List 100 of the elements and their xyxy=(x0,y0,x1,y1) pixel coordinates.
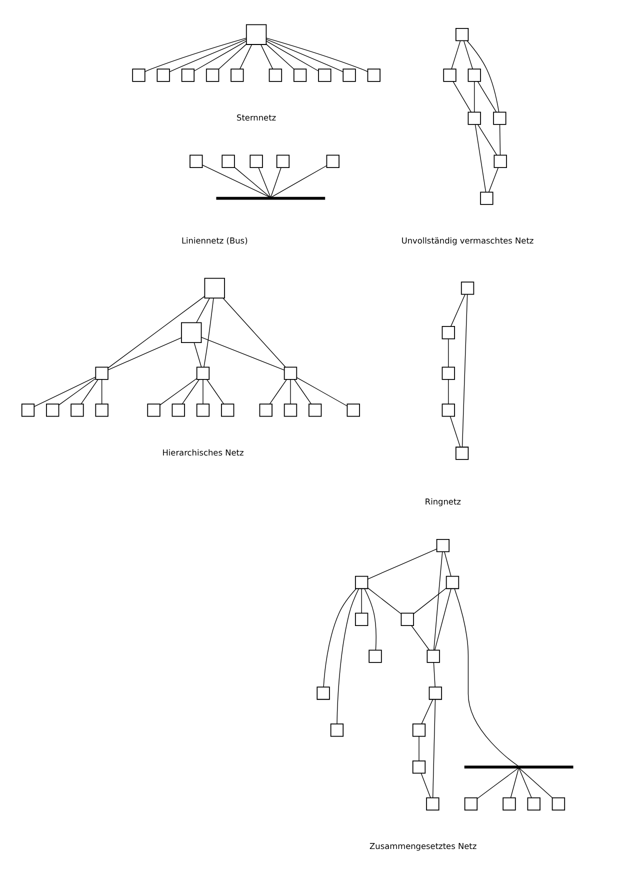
connector xyxy=(450,416,461,447)
node-box xyxy=(308,403,322,416)
connector xyxy=(420,772,431,798)
connector xyxy=(206,378,224,404)
connector xyxy=(222,297,286,367)
node-box xyxy=(442,366,455,380)
connector xyxy=(450,294,466,326)
connector xyxy=(234,166,270,197)
label: Unvollständig vermaschtes Netz xyxy=(401,234,534,245)
connector xyxy=(454,588,519,766)
connector xyxy=(368,548,437,579)
connector xyxy=(58,378,96,405)
connector xyxy=(421,698,434,724)
connector xyxy=(260,44,274,69)
node-box xyxy=(181,68,195,82)
node-box xyxy=(284,403,298,416)
node-box xyxy=(190,154,203,168)
node-box xyxy=(455,27,469,41)
node-box xyxy=(276,154,290,168)
node-box xyxy=(426,796,440,810)
node-box xyxy=(428,686,442,700)
label: Hierarchisches Netz xyxy=(162,446,244,457)
connector xyxy=(194,40,247,71)
connector xyxy=(269,378,287,404)
node-box xyxy=(147,403,160,416)
node-box xyxy=(259,403,272,416)
node-box xyxy=(293,68,307,82)
node-box xyxy=(400,612,414,626)
connector xyxy=(271,164,328,198)
connector xyxy=(510,767,520,798)
connector xyxy=(266,37,368,72)
node-box xyxy=(70,403,84,416)
node-box xyxy=(443,68,456,82)
connector xyxy=(464,40,473,69)
connector xyxy=(478,124,498,156)
connector xyxy=(462,294,468,447)
connector xyxy=(266,43,294,69)
node-box xyxy=(446,575,460,589)
node-box xyxy=(156,68,170,82)
connector xyxy=(474,80,475,112)
connector xyxy=(323,588,357,687)
node-box xyxy=(502,796,516,810)
node-box xyxy=(412,760,426,774)
node-box xyxy=(355,612,368,626)
connector xyxy=(364,588,376,650)
label: Zusammengesetztes Netz xyxy=(370,840,477,851)
connector xyxy=(444,550,452,576)
connector xyxy=(101,378,102,404)
node-box xyxy=(204,277,225,298)
connector xyxy=(182,378,200,404)
connector xyxy=(196,297,210,322)
node-box xyxy=(246,24,267,44)
node-box xyxy=(342,68,356,82)
label: Ringnetz xyxy=(424,496,461,506)
connector xyxy=(204,297,214,367)
connector xyxy=(218,43,247,69)
node-box xyxy=(316,686,330,700)
connector xyxy=(474,124,486,192)
node-box xyxy=(493,111,506,124)
node-box xyxy=(181,322,202,342)
node-box xyxy=(95,403,108,416)
node-box xyxy=(222,154,235,168)
connector xyxy=(169,38,247,72)
node-box xyxy=(527,796,540,810)
label: Sternnetz xyxy=(236,112,276,122)
connector xyxy=(290,378,291,404)
node-box xyxy=(412,723,426,736)
connector xyxy=(488,166,499,192)
connector xyxy=(448,378,449,404)
node-box xyxy=(442,403,455,416)
connector xyxy=(336,588,360,724)
connector xyxy=(108,336,182,370)
node-bar xyxy=(464,765,574,768)
connector xyxy=(434,588,452,650)
node-box xyxy=(552,796,566,810)
connector xyxy=(160,378,198,405)
connector xyxy=(80,378,98,404)
node-box xyxy=(346,403,360,416)
node-box xyxy=(442,326,455,339)
connector xyxy=(418,736,420,761)
node-box xyxy=(494,154,507,168)
node-box xyxy=(480,191,494,204)
connector xyxy=(518,767,532,798)
node-box xyxy=(284,366,298,380)
connector xyxy=(34,376,96,406)
connector xyxy=(466,40,500,112)
connector xyxy=(266,40,319,71)
node-box xyxy=(355,575,368,589)
node-box xyxy=(468,111,481,124)
node-box xyxy=(326,154,340,168)
connector xyxy=(270,166,282,197)
connector xyxy=(518,767,553,798)
node-box xyxy=(468,68,481,82)
connector xyxy=(296,376,348,406)
label: Liniennetz (Bus) xyxy=(181,234,248,245)
node-box xyxy=(455,446,469,460)
connector xyxy=(294,378,312,404)
node-box xyxy=(426,649,440,662)
node-box xyxy=(330,723,344,736)
connector xyxy=(266,38,344,72)
